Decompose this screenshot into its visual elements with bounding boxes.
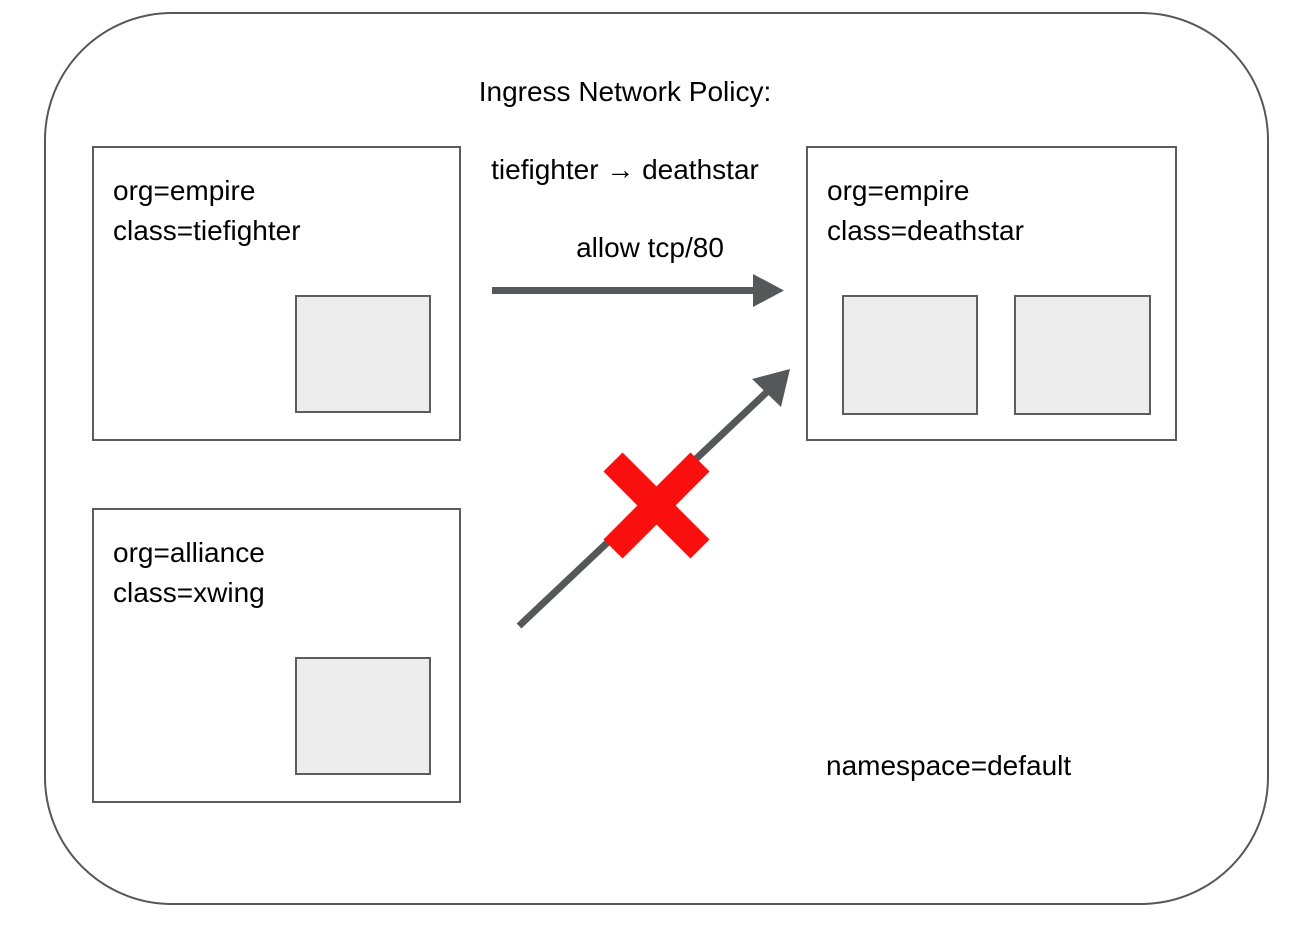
label-org: org=alliance <box>113 537 265 568</box>
endpoint-group-deathstar-labels: org=empire class=deathstar <box>827 171 1024 251</box>
endpoint-group-deathstar: org=empire class=deathstar <box>806 146 1177 441</box>
policy-title-line-1: Ingress Network Policy: <box>478 76 772 107</box>
endpoint-group-tiefighter-labels: org=empire class=tiefighter <box>113 171 301 251</box>
namespace-label: namespace=default <box>826 750 1072 781</box>
policy-title: Ingress Network Policy: tiefighter → dea… <box>360 33 890 306</box>
label-org: org=empire <box>113 175 256 206</box>
label-class: class=deathstar <box>827 215 1024 246</box>
pod-box <box>1014 295 1151 415</box>
label-class: class=xwing <box>113 577 265 608</box>
endpoint-group-xwing-labels: org=alliance class=xwing <box>113 533 265 613</box>
pod-box <box>295 295 431 413</box>
label-class: class=tiefighter <box>113 215 301 246</box>
policy-title-line-3: allow tcp/80 <box>576 232 724 263</box>
endpoint-group-tiefighter: org=empire class=tiefighter <box>92 146 461 441</box>
endpoint-group-xwing: org=alliance class=xwing <box>92 508 461 803</box>
label-org: org=empire <box>827 175 970 206</box>
pod-box <box>295 657 431 775</box>
namespace-boundary <box>44 12 1269 905</box>
pod-box <box>842 295 978 415</box>
policy-title-line-2: tiefighter → deathstar <box>491 154 759 185</box>
